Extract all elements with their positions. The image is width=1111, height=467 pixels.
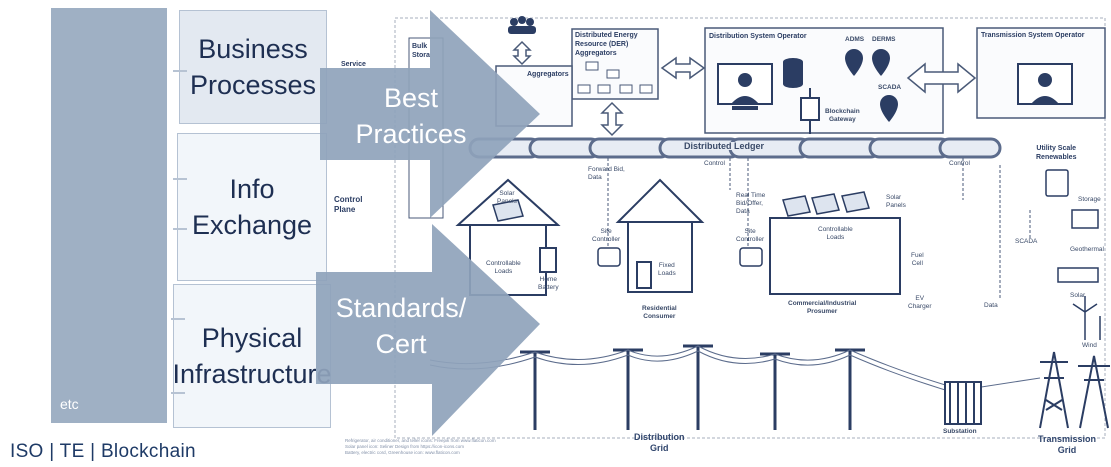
derms-label: DERMS: [872, 36, 896, 43]
forward-bid-label: Forward Bid, Data: [588, 166, 625, 181]
scada-right-label: SCADA: [1015, 238, 1038, 245]
dso-workstation: [717, 58, 803, 110]
geothermal-label: Geothermal: [1070, 246, 1104, 253]
control-label-1: Control: [704, 160, 725, 167]
residential-consumer-label: Residential Consumer: [642, 305, 677, 320]
control-plane-label: Control Plane: [334, 195, 363, 214]
storage-label: Storage: [1078, 196, 1101, 203]
connector-tick: [173, 178, 187, 180]
dso-title: Distribution System Operator: [709, 33, 807, 40]
ev-charger-label: EV Charger: [908, 295, 932, 310]
transmission-grid-label: Transmission Grid: [1038, 434, 1097, 455]
footer-tags: ISO | TE | Blockchain: [10, 441, 196, 462]
ci-prosumer-label: Commercial/Industrial Prosumer: [788, 300, 857, 315]
wind-label: Wind: [1082, 342, 1097, 349]
business-processes-box: Business Processes: [179, 10, 327, 124]
physical-infrastructure-label: Physical Infrastructure: [172, 323, 332, 389]
control-label-2: Control: [949, 160, 970, 167]
fuel-cell-label: Fuel Cell: [911, 252, 924, 267]
connector-tick: [171, 392, 185, 394]
utility-scale-title: Utility Scale Renewables: [1036, 145, 1077, 161]
standards-arrow: [316, 224, 540, 436]
info-exchange-box: Info Exchange: [177, 133, 327, 281]
distribution-grid-label: Distribution Grid: [634, 432, 685, 453]
layer-spine: [51, 8, 167, 423]
controllable-loads-ci-label: Controllable Loads: [818, 226, 853, 241]
site-controller-1-label: Site Controller: [592, 228, 621, 243]
physical-infrastructure-box: Physical Infrastructure: [172, 284, 332, 428]
home-battery-label: Home Battery: [538, 276, 559, 291]
tso-title: Transmission System Operator: [981, 32, 1085, 39]
fixed-loads-label: Fixed Loads: [658, 262, 676, 277]
adms-label: ADMS: [845, 36, 865, 43]
etc-label: etc: [60, 396, 79, 412]
connector-tick: [171, 318, 185, 320]
substation-label: Substation: [943, 428, 977, 435]
best-practices-label: Best Practices: [355, 83, 467, 149]
aggregators-title: Aggregators: [527, 71, 569, 78]
blockchain-gateway-label: Blockchain Gateway: [825, 108, 860, 123]
business-processes-label: Business Processes: [189, 34, 317, 100]
credit-line: Solar panel icon: Seliner Design from ht…: [345, 444, 465, 449]
service-label: Service: [341, 61, 366, 68]
der-aggregator-title: Distributed Energy Resource (DER) Aggreg…: [575, 32, 638, 57]
data-label: Data: [984, 302, 998, 309]
icon-credits: Refrigerator, air conditioner, and telle…: [345, 438, 645, 456]
info-exchange-label: Info Exchange: [191, 174, 313, 240]
credit-line: Refrigerator, air conditioner, and telle…: [345, 438, 496, 443]
realtime-bid-label: Real Time Bid/Offer, Data: [736, 192, 766, 215]
solar-panels-ci-label: Solar Panels: [886, 194, 906, 209]
ledger-label: Distributed Ledger: [682, 141, 767, 151]
solar-panels-home-label: Solar Panels: [497, 190, 517, 205]
standards-label: Standards/ Cert: [335, 293, 467, 359]
controllable-loads-home-label: Controllable Loads: [486, 260, 521, 275]
connector-tick: [173, 70, 187, 72]
bulk-storage-label: Bulk Stora: [412, 43, 430, 59]
site-controller-2-label: Site Controller: [736, 228, 765, 243]
solar-label: Solar: [1070, 292, 1086, 299]
best-practices-arrow: [320, 10, 540, 218]
credit-line: Battery, electric cord, Greenhouse icon:…: [345, 450, 460, 455]
connector-tick: [173, 228, 187, 230]
scada-dso-label: SCADA: [878, 84, 902, 91]
